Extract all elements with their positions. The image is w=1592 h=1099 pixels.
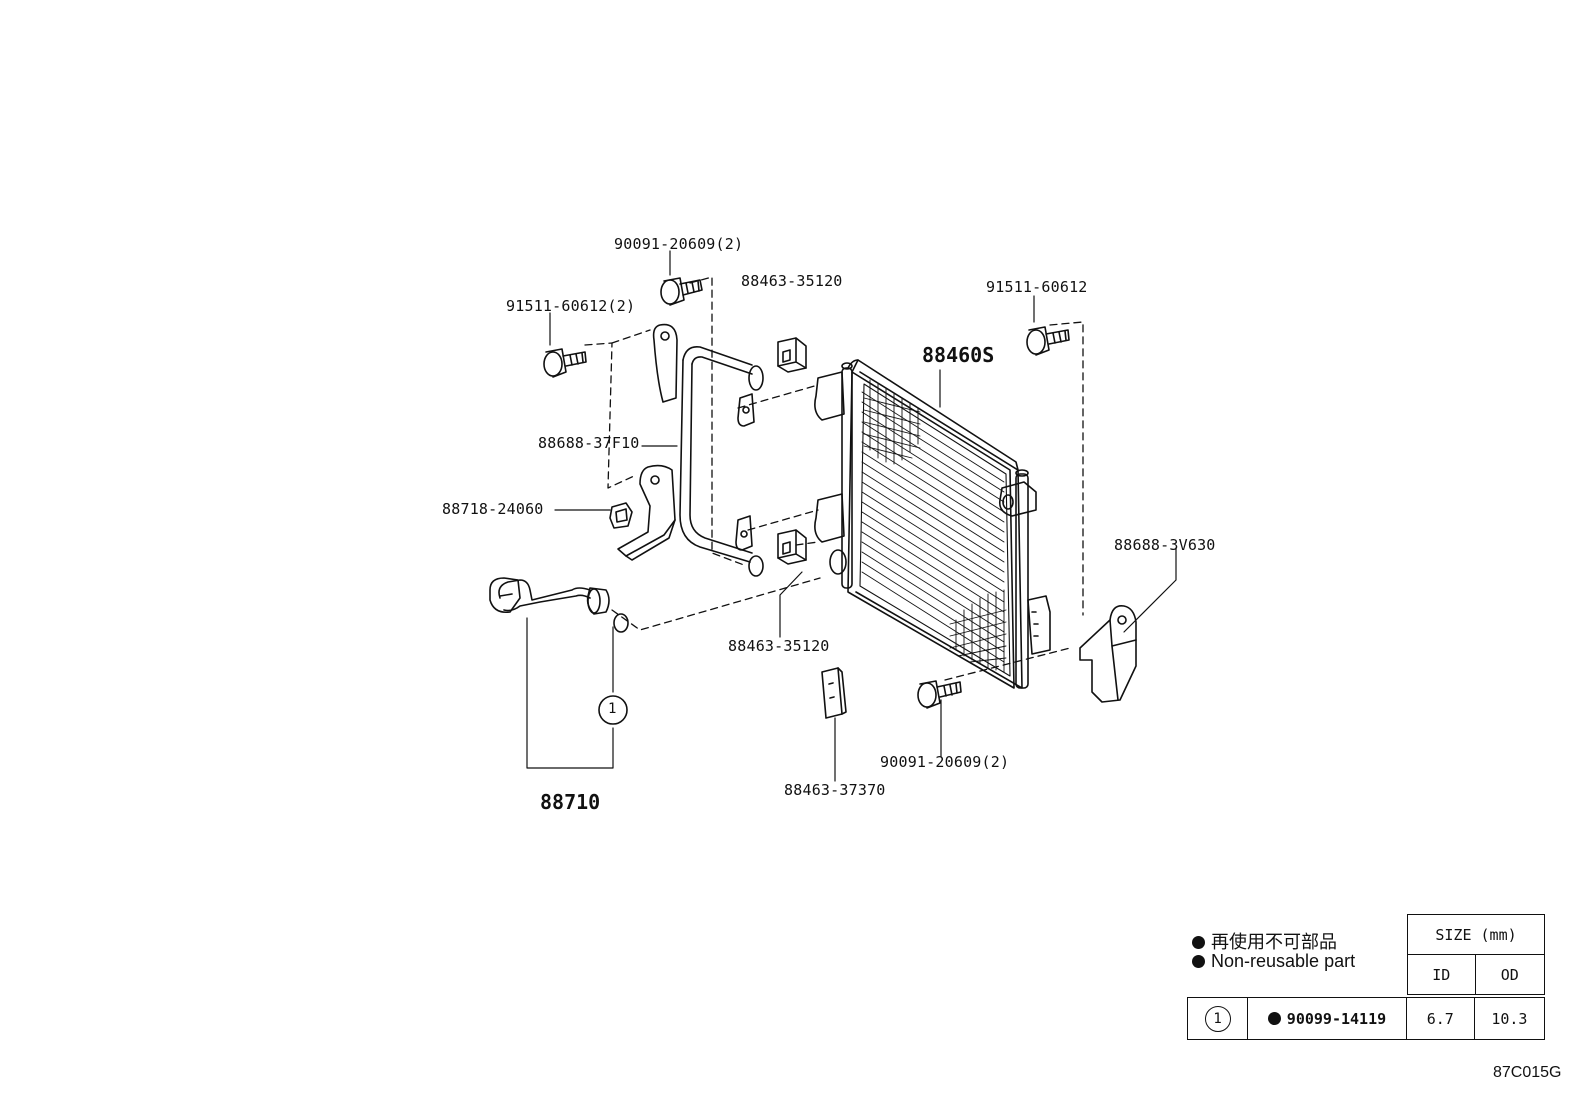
row-part: 90099-14119: [1286, 1009, 1387, 1028]
cushion-icon: [821, 667, 847, 719]
legend-en: Non-reusable part: [1192, 951, 1355, 972]
label-cushion: 88463-37370: [784, 781, 886, 799]
bracket-left-icon: [617, 323, 764, 577]
size-table-header: SIZE (mm) ID OD: [1407, 914, 1546, 995]
bolt-bottom-icon: [917, 680, 962, 709]
label-bolt-left: 91511-60612(2): [506, 297, 636, 315]
row-od: 10.3: [1473, 997, 1546, 1040]
label-bolt-right-top: 91511-60612: [986, 278, 1088, 296]
size-table-row: 1 90099-14119 6.7 10.3: [1186, 997, 1546, 1040]
row-key: 1: [1204, 1005, 1231, 1032]
grommet-top-icon: [777, 337, 807, 373]
label-grommet-top: 88463-35120: [741, 272, 843, 290]
condenser-icon: [814, 359, 1051, 689]
bolt-top-icon: [660, 277, 703, 306]
row-key-cell: 1: [1186, 997, 1249, 1040]
size-header: SIZE (mm): [1407, 914, 1545, 955]
label-bracket-right: 88688-3V630: [1114, 536, 1216, 554]
label-condenser: 88460S: [922, 343, 995, 367]
label-bolt-bottom: 90091-20609(2): [880, 753, 1010, 771]
size-col-od: OD: [1474, 954, 1546, 995]
bullet-icon: [1192, 936, 1205, 949]
leader-lines: [526, 250, 1177, 782]
row-part-cell: 90099-14119: [1247, 997, 1407, 1040]
table-row: 1 90099-14119 6.7 10.3: [1186, 997, 1546, 1040]
bolt-left-icon: [543, 348, 587, 378]
size-col-id: ID: [1407, 954, 1476, 995]
bracket-right-icon: [1079, 604, 1137, 703]
label-bolt-top: 90091-20609(2): [614, 235, 744, 253]
oring-callout-number: 1: [608, 701, 617, 717]
oring-icon: [613, 613, 629, 633]
label-bracket-left: 88688-37F10: [538, 434, 640, 452]
label-clip: 88718-24060: [442, 500, 544, 518]
assembly-dashed-lines: [584, 276, 1084, 681]
oring-callout-circle: [598, 695, 628, 725]
row-id: 6.7: [1405, 997, 1475, 1040]
bolt-right-top-icon: [1026, 326, 1070, 356]
grommet-bottom-icon: [777, 529, 807, 565]
clip-icon: [609, 502, 633, 529]
legend-jp: 再使用不可部品: [1192, 928, 1337, 954]
bullet-icon: [1192, 955, 1205, 968]
bullet-icon: [1267, 1011, 1281, 1025]
tube-icon: [489, 577, 629, 633]
label-tube: 88710: [540, 790, 601, 814]
label-grommet-bottom: 88463-35120: [728, 637, 830, 655]
figure-code: 87C015G: [1493, 1064, 1562, 1081]
